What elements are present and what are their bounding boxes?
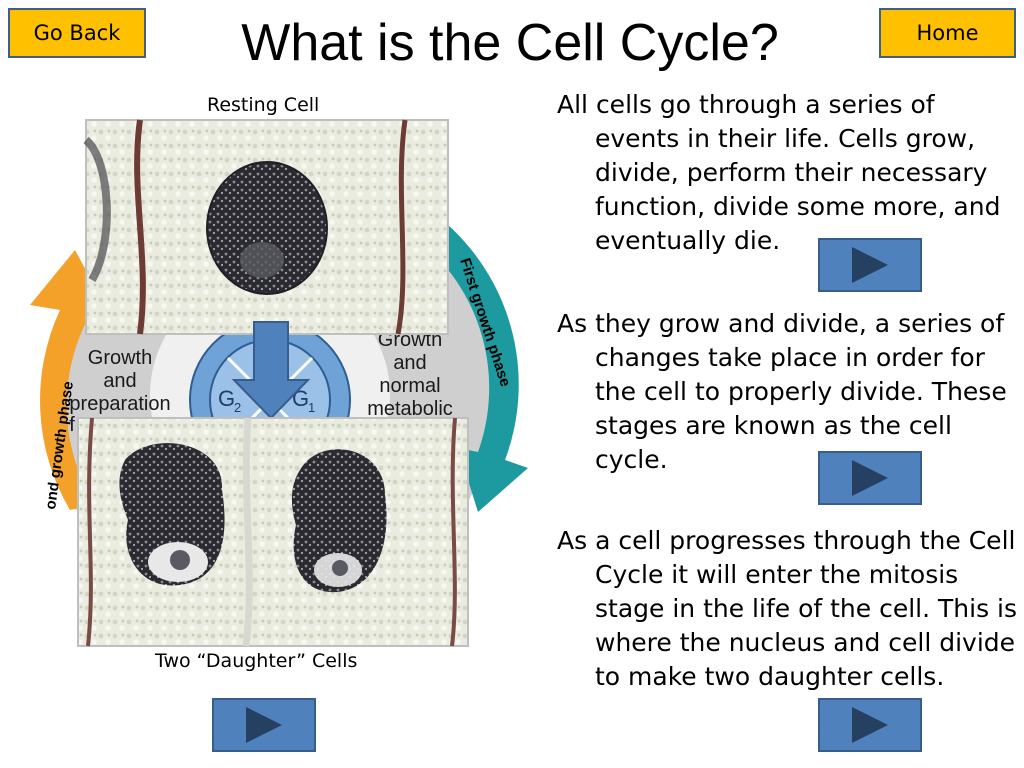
resting-cell-caption: Resting Cell xyxy=(207,94,320,116)
growth-left-line-2: and xyxy=(103,370,136,392)
home-button[interactable]: Home xyxy=(879,8,1016,58)
paragraph-cell-life: All cells go through a series of events … xyxy=(557,90,1001,255)
go-back-button[interactable]: Go Back xyxy=(8,8,146,58)
play-button-4[interactable] xyxy=(212,698,316,752)
play-button-3[interactable] xyxy=(818,698,922,752)
resting-cell-image xyxy=(83,119,449,335)
play-button-1[interactable] xyxy=(818,238,922,292)
play-icon xyxy=(852,460,888,496)
growth-left-line-4: f xyxy=(69,414,75,436)
paragraph-cell-cycle-stages: As they grow and divide, a series of cha… xyxy=(557,309,1007,474)
growth-left-line-3: preparation xyxy=(69,393,170,415)
g1-subscript: 1 xyxy=(308,400,315,415)
down-arrow-icon xyxy=(231,321,311,420)
play-icon xyxy=(852,707,888,743)
daughter-cells-image xyxy=(77,417,469,647)
growth-left-line-1: Growth xyxy=(88,347,152,369)
growth-right-line-3: normal xyxy=(379,375,440,397)
growth-preparation-labels: Growth and preparation f xyxy=(69,347,170,436)
play-button-2[interactable] xyxy=(818,451,922,505)
cell-cycle-diagram: ond growth phase First growth phase G 2 … xyxy=(30,119,528,647)
daughter-cells-caption: Two “Daughter” Cells xyxy=(155,650,358,672)
play-icon xyxy=(852,247,888,283)
growth-right-line-2: and xyxy=(393,352,426,374)
g2-label: G xyxy=(218,386,235,411)
g2-subscript: 2 xyxy=(234,400,241,415)
growth-right-line-4: metabolic xyxy=(367,398,453,420)
growth-metabolic-labels: Growth and normal metabolic xyxy=(367,329,453,420)
page-title: What is the Cell Cycle? xyxy=(241,14,779,72)
play-icon xyxy=(246,707,282,743)
paragraph-mitosis: As a cell progresses through the Cell Cy… xyxy=(557,526,1018,691)
